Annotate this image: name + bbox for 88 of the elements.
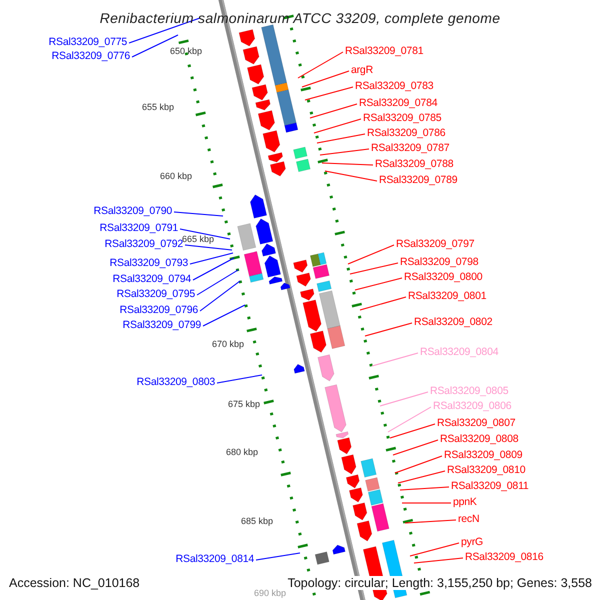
leader-line	[132, 34, 178, 58]
accession-text: Accession: NC_010168	[9, 576, 140, 590]
gene-label: RSal33209_0776	[52, 50, 130, 63]
gene-label: RSal33209_0786	[367, 127, 446, 140]
leader-line	[400, 486, 450, 490]
gene-label: RSal33209_0789	[379, 174, 458, 187]
gene-label: RSal33209_0783	[355, 80, 434, 93]
leader-line	[394, 456, 442, 474]
leader-line	[390, 424, 436, 438]
gene-label: RSal33209_0807	[437, 417, 516, 430]
leader-line	[314, 118, 362, 134]
leader-line	[310, 104, 358, 118]
leader-line	[320, 148, 370, 156]
scale-label: 680 kbp	[226, 447, 258, 458]
leader-line	[190, 252, 234, 264]
leader-line	[304, 86, 354, 100]
leader-line	[216, 374, 262, 384]
leader-line	[322, 162, 374, 166]
gene-label: RSal33209_0814	[176, 553, 254, 566]
leader-line	[128, 18, 200, 44]
leader-line	[302, 70, 350, 88]
scale-label: 675 kbp	[228, 399, 260, 410]
gene-label: RSal33209_0788	[375, 158, 454, 171]
leader-line	[380, 392, 428, 406]
gene-label: RSal33209_0809	[444, 449, 522, 462]
leader-line	[200, 280, 240, 312]
gene-label: argR	[351, 64, 373, 77]
scale-label: 670 kbp	[212, 339, 244, 350]
gene-label: RSal33209_0801	[408, 290, 486, 303]
gene-label: pyrG	[461, 536, 483, 549]
gene-label: RSal33209_0811	[451, 480, 529, 493]
leader-line	[372, 352, 418, 366]
leader-line	[402, 502, 452, 504]
gene-label: RSal33209_0795	[116, 288, 195, 301]
leader-line	[174, 212, 224, 216]
leader-line	[414, 558, 464, 564]
gene-label: RSal33209_0796	[120, 304, 198, 317]
scale-label: 685 kbp	[241, 516, 274, 527]
scale-label: 655 kbp	[142, 102, 174, 113]
leader-line	[180, 228, 230, 240]
leader-line	[354, 278, 402, 290]
gene-label: RSal33209_0790	[94, 205, 172, 218]
leader-line	[410, 542, 460, 556]
scale-label: 690 kbp	[254, 588, 286, 599]
leader-line	[298, 52, 344, 78]
gene-label: RSal33209_0808	[440, 433, 518, 446]
gene-label: RSal33209_0800	[404, 271, 482, 284]
leader-line	[388, 406, 432, 432]
leader-line	[324, 170, 378, 182]
gene-label: RSal33209_0804	[420, 346, 498, 359]
gene-label: RSal33209_0787	[371, 142, 450, 155]
gene-label: RSal33209_0793	[110, 257, 188, 270]
genome-info-text: Topology: circular; Length: 3,155,250 bp; Genes: 3,558	[288, 576, 592, 590]
gene-label: RSal33209_0797	[396, 238, 474, 251]
gene-label: recN	[458, 513, 480, 526]
scale-label: 650 kbp	[170, 46, 202, 57]
leader-line	[398, 470, 446, 484]
gene-label: RSal33209_0806	[433, 400, 512, 413]
gene-label: RSal33209_0803	[136, 376, 215, 389]
leader-line	[192, 258, 234, 280]
gene-label: RSal33209_0794	[112, 273, 191, 286]
leader-line	[350, 262, 398, 274]
leader-line	[392, 440, 438, 456]
title: Renibacterium salmoninarum ATCC 33209, complete genome	[98, 10, 502, 27]
leader-line	[196, 270, 238, 296]
gene-label: RSal33209_0802	[414, 316, 492, 329]
gene-label: RSal33209_0810	[447, 464, 526, 477]
gene-label: RSal33209_0775	[48, 36, 127, 49]
gene-label: RSal33209_0784	[359, 97, 438, 110]
gene-label: RSal33209_0785	[363, 112, 442, 125]
gene-label: RSal33209_0781	[345, 45, 424, 58]
gene-label: ppnK	[453, 496, 477, 509]
leader-line	[360, 296, 406, 310]
leader-line	[364, 322, 412, 336]
scale-label: 665 kbp	[182, 234, 214, 244]
leader-line	[316, 134, 366, 144]
leader-line	[202, 304, 246, 326]
leader-line	[184, 244, 232, 250]
scale-label: 660 kbp	[160, 171, 192, 182]
gene-label: RSal33209_0799	[122, 319, 201, 332]
leader-line	[256, 552, 300, 560]
gene-label: RSal33209_0792	[104, 238, 183, 251]
gene-label: RSal33209_0791	[100, 222, 178, 235]
leader-line	[348, 244, 394, 264]
gene-label: RSal33209_0816	[465, 551, 544, 564]
leader-line	[404, 520, 456, 524]
gene-label: RSal33209_0798	[400, 256, 478, 269]
gene-label: RSal33209_0805	[430, 385, 508, 398]
